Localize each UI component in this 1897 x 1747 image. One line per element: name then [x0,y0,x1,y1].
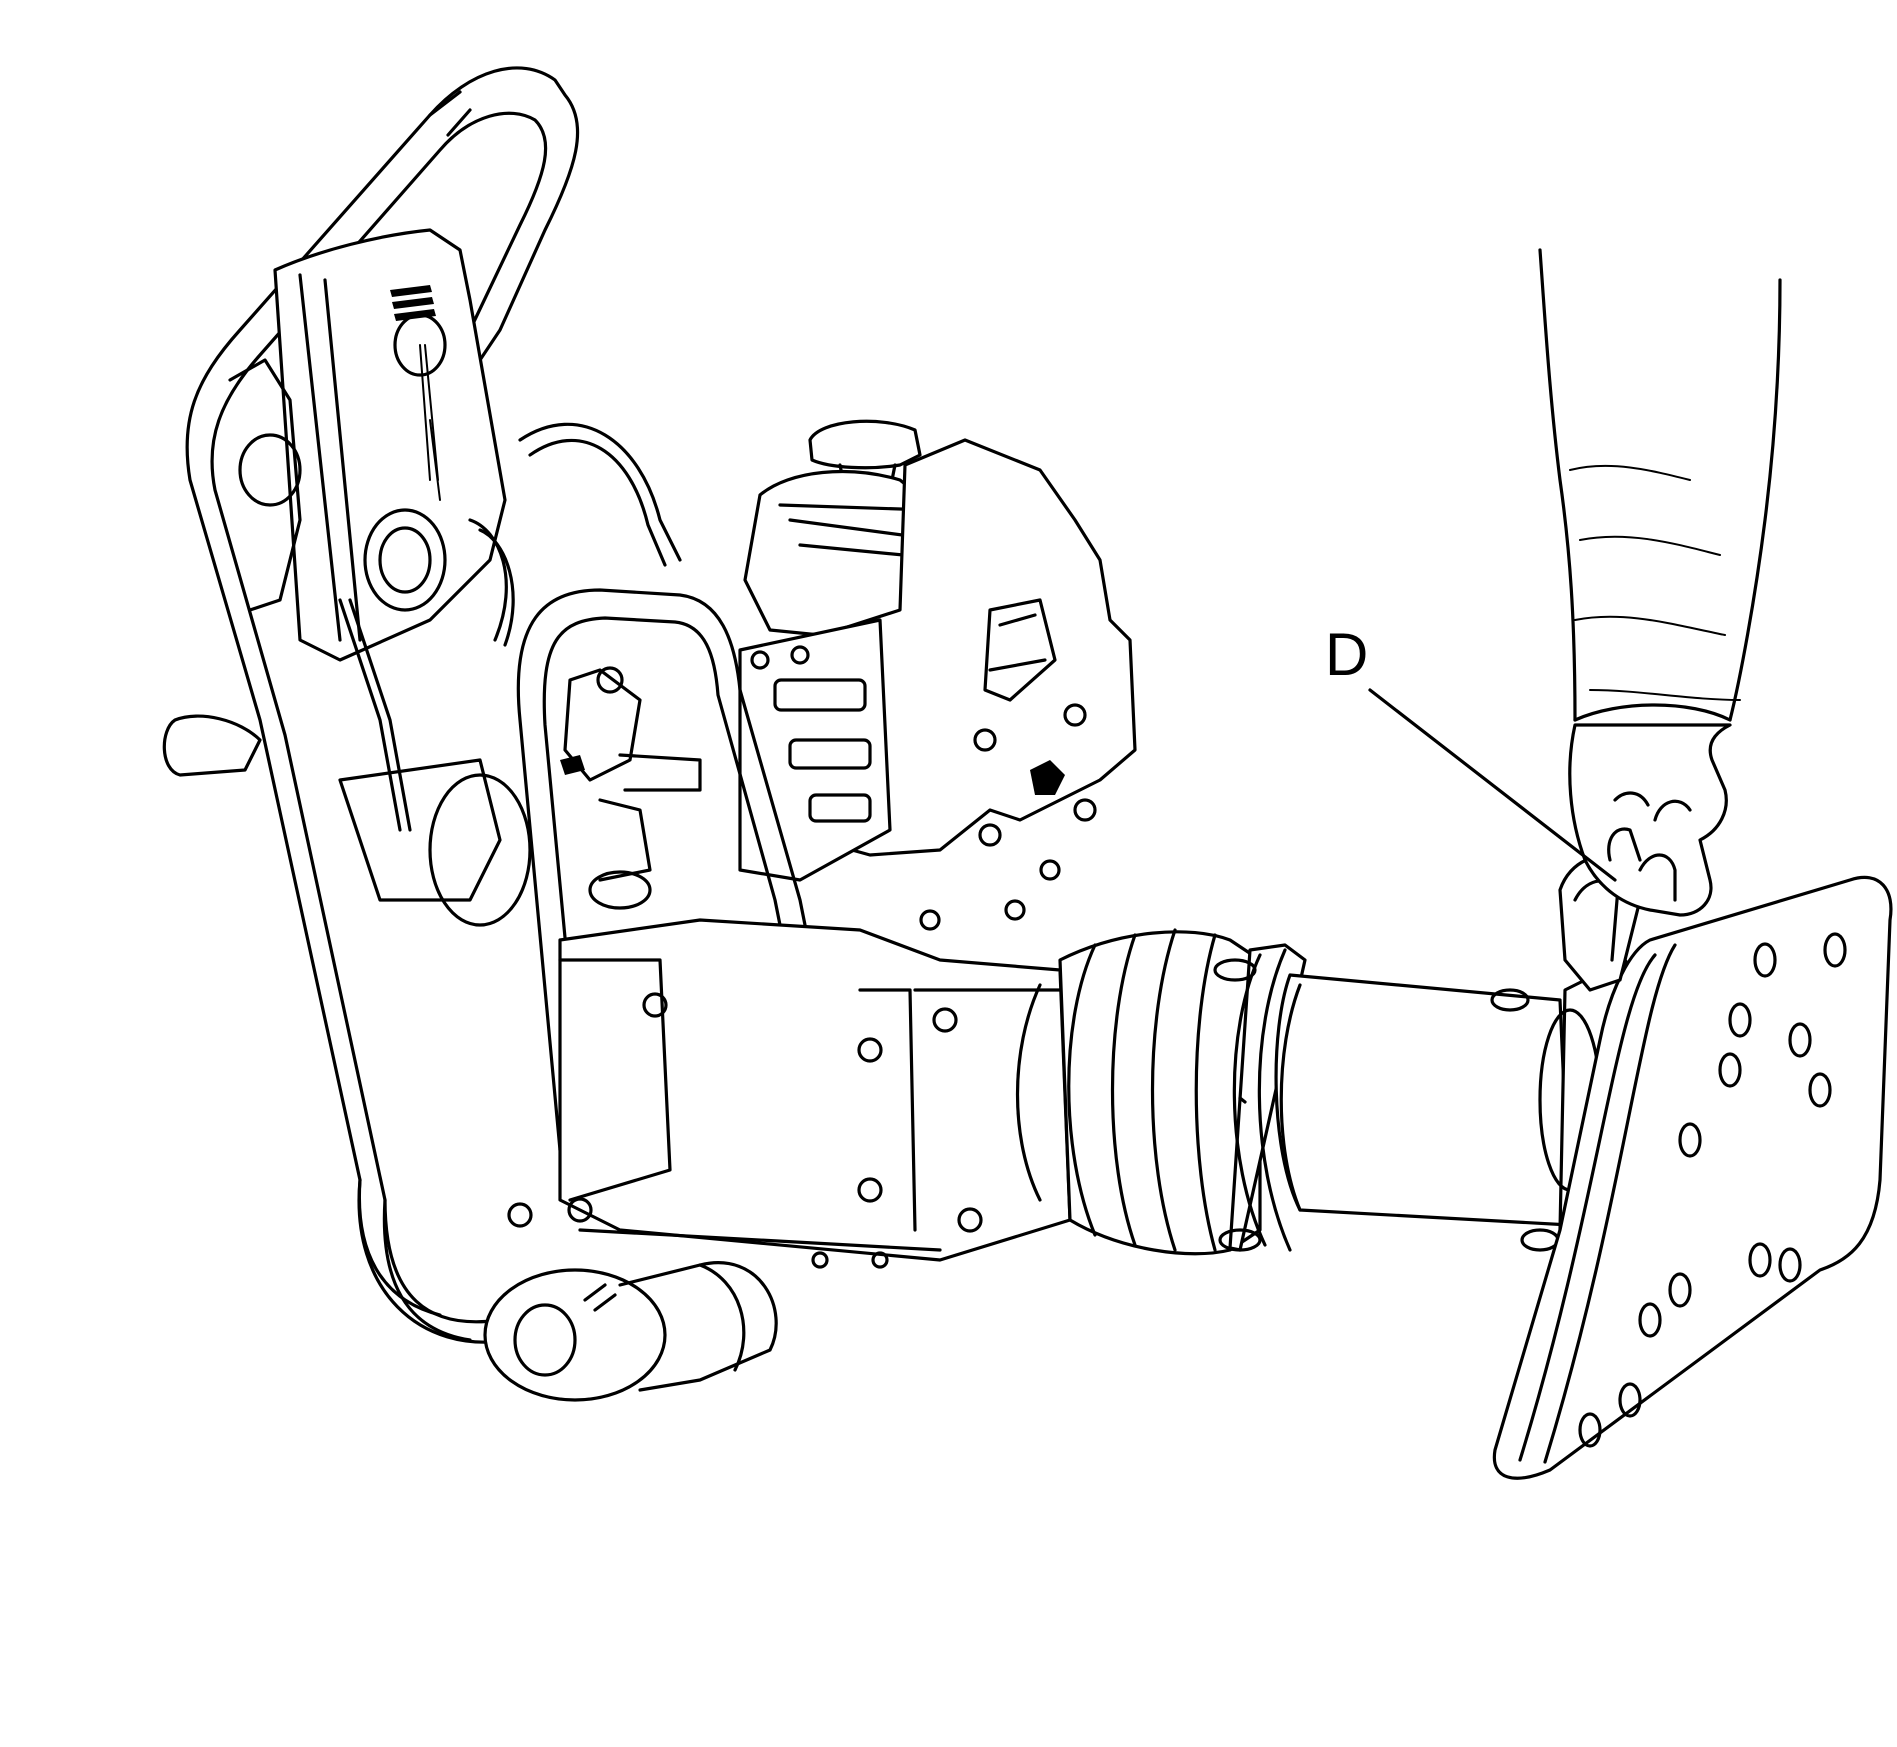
bottom-bumper [483,1261,778,1402]
engine-block [738,419,1137,882]
carburetor [560,666,702,910]
crankcase [507,859,1072,1269]
guide-handle-bar [185,66,580,1344]
callout-d-label: D [1325,621,1368,688]
cables [338,422,682,832]
callout-d-leader-line [1368,688,1617,882]
rear-cover [273,228,507,662]
callout-d: D [1325,621,1617,882]
left-side-components [162,358,532,927]
ram-leg [1238,973,1572,1252]
operator-arm [1538,248,1782,917]
